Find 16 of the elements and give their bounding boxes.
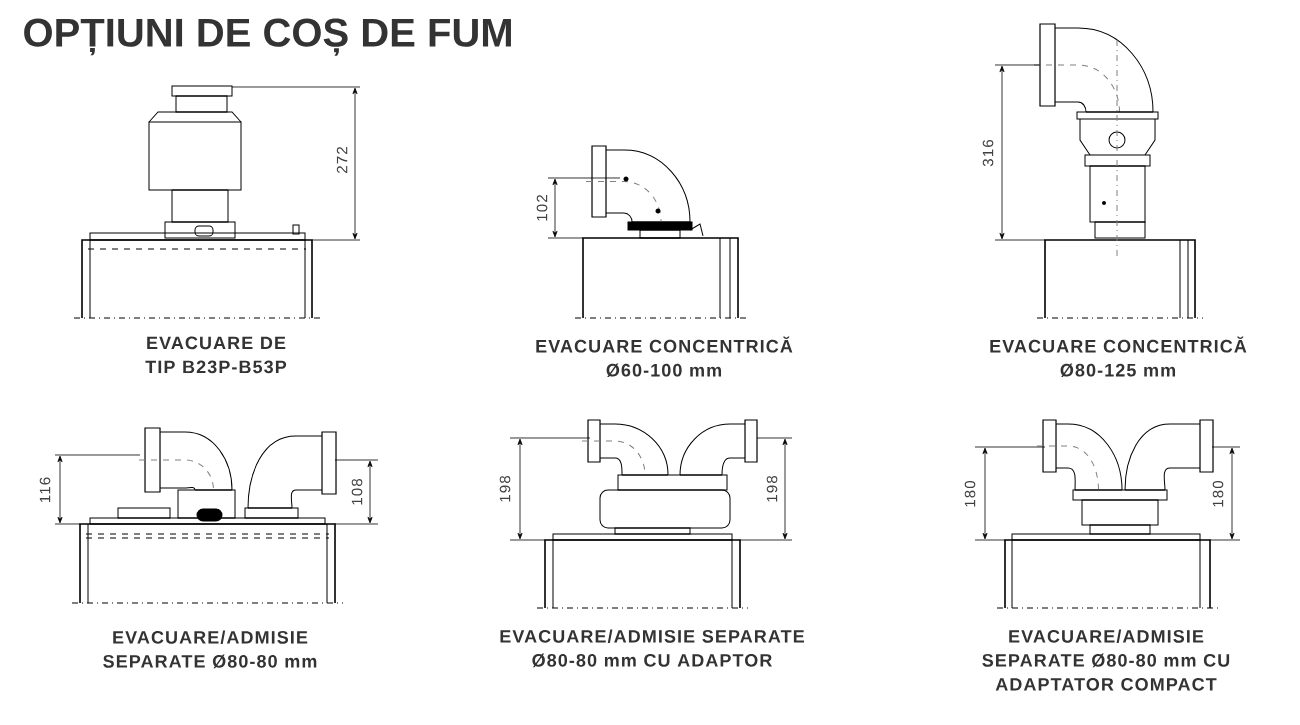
title: OPȚIUNI DE COȘ DE FUM bbox=[24, 18, 511, 56]
dimension-label: 198 bbox=[766, 475, 778, 502]
caption: EVACUARE DE TIP B23P-B53P bbox=[145, 336, 287, 374]
dimension-label: 198 bbox=[499, 475, 511, 502]
dimension-label: 180 bbox=[964, 480, 976, 507]
dimension-label: 180 bbox=[1212, 480, 1224, 507]
caption: EVACUARE CONCENTRICĂ Ø80-125 mm bbox=[990, 336, 1247, 377]
dimension-label: 272 bbox=[336, 147, 348, 173]
dimension-label: 316 bbox=[982, 139, 994, 167]
caption: EVACUARE/ADMISIE SEPARATE Ø80-80 mm CU ADAPTATOR COMPACT bbox=[982, 629, 1230, 691]
dimension-label: 116 bbox=[39, 477, 51, 503]
dimension-label: 108 bbox=[351, 478, 363, 505]
caption: EVACUARE/ADMISIE SEPARATE Ø80-80 mm bbox=[103, 630, 317, 669]
caption: EVACUARE CONCENTRICĂ Ø60-100 mm bbox=[536, 336, 793, 377]
caption: EVACUARE/ADMISIE SEPARATE Ø80-80 mm CU ADAPTOR bbox=[500, 629, 804, 668]
dimension-label: 102 bbox=[536, 195, 548, 221]
